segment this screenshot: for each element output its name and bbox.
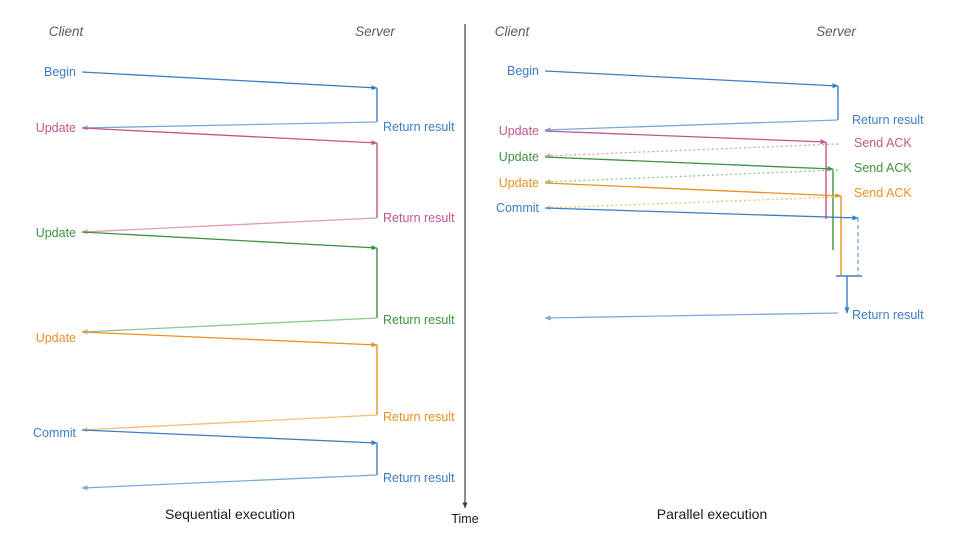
message-label-update: Update — [35, 330, 76, 345]
message-label-update: Update — [35, 225, 76, 240]
message-label-send-ack: Send ACK — [854, 160, 912, 175]
message-arrow — [81, 474, 378, 491]
panel-header-client: Client — [48, 24, 84, 39]
message-label-return-result: Return result — [383, 409, 455, 424]
message-arrow — [81, 231, 378, 251]
message-arrow — [81, 317, 378, 335]
message-arrow — [544, 156, 834, 172]
message-arrow — [544, 130, 827, 145]
message-label-return-result: Return result — [383, 119, 455, 134]
message-label-return-result: Return result — [852, 112, 924, 127]
message-arrow — [81, 127, 378, 146]
message-arrow — [81, 331, 378, 348]
message-label-commit: Commit — [495, 200, 539, 215]
message-arrow — [544, 207, 859, 221]
message-arrow — [544, 169, 839, 185]
message-arrow — [81, 414, 378, 433]
message-arrow — [544, 182, 842, 199]
message-arrow — [544, 119, 839, 133]
message-label-update: Update — [498, 149, 539, 164]
message-label-begin: Begin — [507, 63, 539, 78]
message-label-begin: Begin — [44, 64, 76, 79]
message-label-send-ack: Send ACK — [854, 135, 912, 150]
message-label-update: Update — [498, 175, 539, 190]
message-arrow — [81, 429, 378, 446]
message-label-return-result: Return result — [383, 470, 455, 485]
message-label-commit: Commit — [32, 425, 76, 440]
message-arrow — [81, 71, 378, 91]
message-label-return-result: Return result — [383, 210, 455, 225]
panel-parallel — [544, 70, 862, 321]
message-label-update: Update — [498, 123, 539, 138]
panel-header-client: Client — [494, 24, 530, 39]
panel-header-server: Server — [355, 24, 395, 39]
message-label-send-ack: Send ACK — [854, 185, 912, 200]
message-arrow — [544, 143, 839, 159]
panel-caption-sequential: Sequential execution — [165, 506, 295, 522]
panel-header-server: Server — [816, 24, 856, 39]
message-arrow — [544, 312, 839, 321]
message-arrow — [81, 121, 378, 131]
panel-sequential — [81, 71, 378, 491]
message-label-return-result: Return result — [852, 307, 924, 322]
time-axis-label: Time — [451, 512, 479, 526]
message-arrow — [81, 217, 378, 235]
message-label-return-result: Return result — [383, 312, 455, 327]
message-arrow — [544, 196, 839, 211]
panel-caption-parallel: Parallel execution — [656, 506, 768, 522]
message-label-update: Update — [35, 120, 76, 135]
message-arrow — [544, 70, 839, 89]
